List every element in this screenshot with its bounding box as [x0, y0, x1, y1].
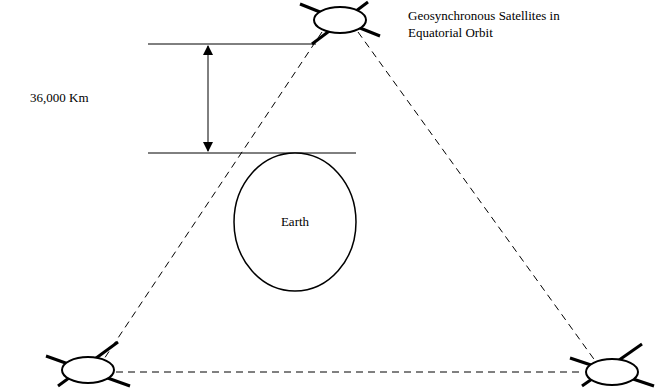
satellite-left — [46, 342, 130, 386]
coverage-triangle — [102, 32, 596, 372]
satellite-top — [300, 2, 380, 44]
satellite-right — [570, 344, 654, 386]
dimension-lines — [148, 44, 356, 153]
caption-note: Geosynchronous Satellites in Equatorial … — [408, 8, 568, 42]
node-text: Earth — [281, 214, 309, 230]
dimension-label: 36,000 Km — [30, 90, 89, 107]
earth-ellipse: Earth — [233, 152, 357, 292]
